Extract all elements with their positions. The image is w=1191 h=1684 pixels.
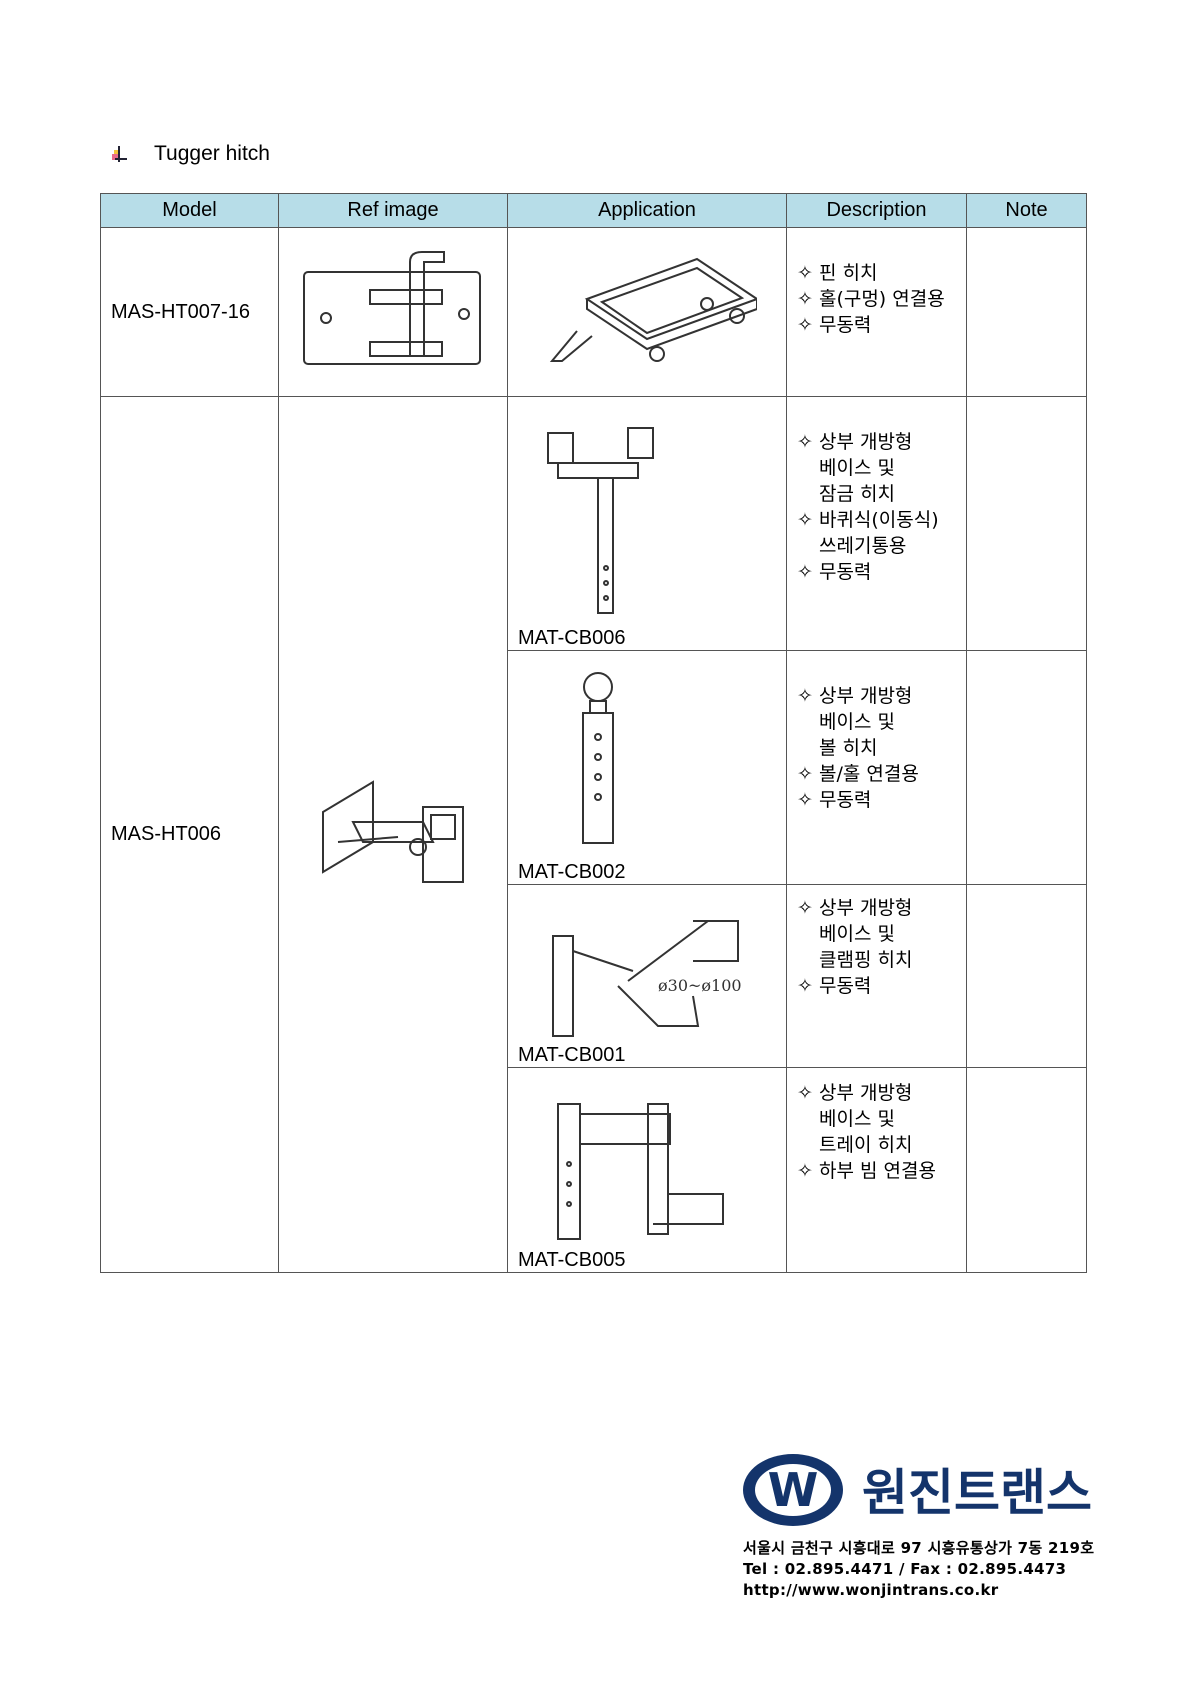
header-description: Description <box>786 193 967 228</box>
note-cell <box>966 1067 1087 1273</box>
desc-line: ✧ 무동력 <box>797 789 872 811</box>
application-cell: MAT-CB006 <box>507 396 787 651</box>
application-label: MAT-CB002 <box>518 861 626 883</box>
desc-line: ✧ 하부 빔 연결용 <box>797 1160 936 1182</box>
desc-line: ✧ 무동력 <box>797 561 872 583</box>
logo-letter: W <box>768 1463 819 1517</box>
receiver-hitch-image <box>322 779 464 883</box>
desc-line: 클램핑 히치 <box>819 949 913 971</box>
contact-info: 서울시 금천구 시흥대로 97 시흥유통상가 7동 219호 Tel : 02.… <box>743 1538 1094 1601</box>
table-row: MAS-HT007-16 ✧ 핀 히치 ✧ 홀(구멍) 연결용 ✧ 무동력 <box>100 227 1087 397</box>
description-cell: ✧ 핀 히치 ✧ 홀(구멍) 연결용 ✧ 무동력 <box>786 227 967 397</box>
ball-hitch-image <box>582 672 614 844</box>
clamping-hitch-image: ø30~ø100 <box>552 920 742 1037</box>
company-name: 원진트랜스 <box>862 1464 1092 1522</box>
tray-hitch-image <box>557 1103 724 1240</box>
pin-hitch-image <box>303 251 481 365</box>
section-title: Tugger hitch <box>154 142 270 165</box>
desc-line: ✧ 상부 개방형 <box>797 897 913 919</box>
header-note: Note <box>966 193 1087 228</box>
note-cell <box>966 650 1087 885</box>
company-logo: W 원진트랜스 <box>740 1450 1110 1535</box>
model-cell: MAS-HT006 <box>100 396 279 1273</box>
application-label: MAT-CB001 <box>518 1044 626 1066</box>
application-label: MAT-CB006 <box>518 627 626 649</box>
ref-image-cell <box>278 396 508 1273</box>
cart-image <box>549 257 760 362</box>
application-image-cell <box>507 227 787 397</box>
section-heading: Tugger hitch <box>110 142 270 166</box>
desc-line: ✧ 핀 히치 <box>797 262 878 284</box>
desc-line: 잠금 히치 <box>819 483 895 505</box>
desc-line: ✧ 무동력 <box>797 314 872 336</box>
description-cell: ✧ 상부 개방형 베이스 및 볼 히치 ✧ 볼/홀 연결용 ✧ 무동력 <box>786 650 967 885</box>
desc-line: ✧ 홀(구멍) 연결용 <box>797 288 945 310</box>
table-header-row: Model Ref image Application Description … <box>100 193 1087 228</box>
website-link[interactable]: http://www.wonjintrans.co.kr <box>743 1581 999 1599</box>
note-cell <box>966 227 1087 397</box>
desc-line: ✧ 바퀴식(이동식) <box>797 509 939 531</box>
desc-line: ✧ 상부 개방형 <box>797 431 913 453</box>
pin-bullet-icon <box>112 146 127 162</box>
desc-line: 볼 히치 <box>819 737 878 759</box>
desc-line: ✧ 상부 개방형 <box>797 1082 913 1104</box>
desc-line: 베이스 및 <box>819 1108 895 1130</box>
description-cell: ✧ 상부 개방형 베이스 및 클램핑 히치 ✧ 무동력 <box>786 884 967 1068</box>
desc-line: 쓰레기통용 <box>819 535 907 557</box>
application-cell: ø30~ø100 MAT-CB001 <box>507 884 787 1068</box>
table-row: ø30~ø100 MAT-CB001 ✧ 상부 개방형 베이스 및 클램핑 히치… <box>101 884 1087 1068</box>
address: 서울시 금천구 시흥대로 97 시흥유통상가 7동 219호 <box>743 1539 1095 1557</box>
table-row: MAS-HT006 MAT-CB006 ✧ 상부 개방형 베이스 및 잠금 히치… <box>100 396 1087 1273</box>
application-cell: MAT-CB005 <box>507 1067 787 1273</box>
desc-line: 트레이 히치 <box>819 1134 913 1156</box>
table-row: MAT-CB005 ✧ 상부 개방형 베이스 및 트레이 히치 ✧ 하부 빔 연… <box>101 1067 1087 1273</box>
note-cell <box>966 396 1087 651</box>
desc-line: 베이스 및 <box>819 457 895 479</box>
header-model: Model <box>100 193 279 228</box>
model-cell: MAS-HT007-16 <box>100 227 279 397</box>
header-ref-image: Ref image <box>278 193 508 228</box>
application-cell: MAT-CB002 <box>507 650 787 885</box>
description-cell: ✧ 상부 개방형 베이스 및 트레이 히치 ✧ 하부 빔 연결용 <box>786 1067 967 1273</box>
ref-image-cell <box>278 227 508 397</box>
desc-line: ✧ 볼/홀 연결용 <box>797 763 919 785</box>
desc-line: ✧ 무동력 <box>797 975 872 997</box>
note-cell <box>966 884 1087 1068</box>
application-label: MAT-CB005 <box>518 1249 626 1271</box>
product-table: Model Ref image Application Description … <box>100 193 1087 1273</box>
lock-hitch-image <box>547 427 654 614</box>
phone-fax: Tel : 02.895.4471 / Fax : 02.895.4473 <box>743 1560 1067 1578</box>
desc-line: 베이스 및 <box>819 711 895 733</box>
dimension-label: ø30~ø100 <box>658 976 742 995</box>
header-application: Application <box>507 193 787 228</box>
desc-line: ✧ 상부 개방형 <box>797 685 913 707</box>
table-row: MAT-CB002 ✧ 상부 개방형 베이스 및 볼 히치 ✧ 볼/홀 연결용 … <box>101 650 1087 885</box>
desc-line: 베이스 및 <box>819 923 895 945</box>
description-cell: ✧ 상부 개방형 베이스 및 잠금 히치 ✧ 바퀴식(이동식) 쓰레기통용 ✧ … <box>786 396 967 651</box>
